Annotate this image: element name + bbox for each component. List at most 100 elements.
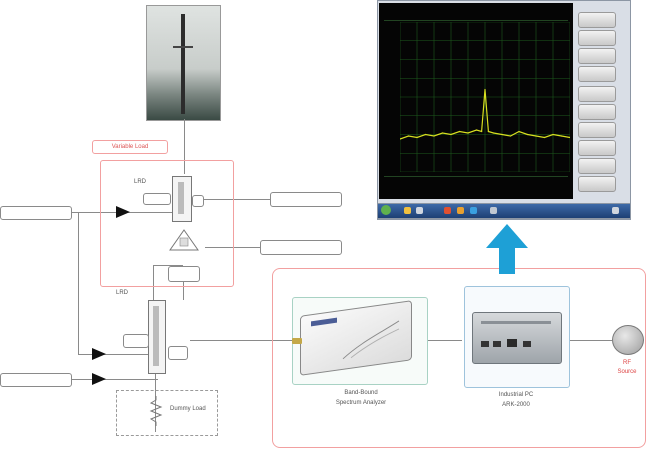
rf-source-caption-line2: Source xyxy=(617,369,637,375)
arrowhead-top xyxy=(116,206,130,218)
signal-label-left-bottom xyxy=(0,373,72,387)
wire-bottom-input xyxy=(70,379,158,380)
taskbar-app-icon-3[interactable] xyxy=(444,207,451,214)
software-footer-strip xyxy=(384,176,568,197)
resistor-icon xyxy=(149,396,163,426)
analyzer-logo xyxy=(311,317,337,327)
software-header-strip xyxy=(384,6,568,21)
variable-load-box xyxy=(100,160,234,287)
signal-label-left-top xyxy=(0,206,72,220)
switch-box-lower xyxy=(168,346,188,360)
spectrum-trace-point xyxy=(475,129,478,131)
spectrum-trace-point xyxy=(484,88,486,91)
spectrum-trace-point xyxy=(560,135,563,137)
spectrum-trace-point xyxy=(400,138,401,140)
control-button-2[interactable] xyxy=(578,30,616,46)
component-tag-mid: LRD xyxy=(116,290,129,296)
control-button-7[interactable] xyxy=(578,122,616,138)
spectrum-trace-point xyxy=(487,130,489,133)
spectrum-trace-point xyxy=(450,133,452,136)
coupler-bottom-core xyxy=(153,306,159,366)
dummy-load-label: Dummy Load xyxy=(170,406,206,412)
analyzer-caption-line2: Spectrum Analyzer xyxy=(335,400,387,406)
wire-analyzer-to-pc xyxy=(412,340,462,341)
pc-port-4 xyxy=(523,341,531,347)
spectrum-trace-point xyxy=(481,130,483,133)
wire-pc-to-rf xyxy=(570,340,612,341)
spectrum-trace-point xyxy=(441,132,444,134)
wire-mid-output xyxy=(205,247,260,248)
taskbar-app-icon-1[interactable] xyxy=(404,207,411,214)
antenna-mast xyxy=(181,14,185,114)
spectrum-trace-point xyxy=(433,135,435,137)
control-button-3[interactable] xyxy=(578,48,616,64)
signal-label-right-top xyxy=(270,192,342,207)
control-button-10[interactable] xyxy=(578,176,616,192)
taskbar-app-icon-2[interactable] xyxy=(416,207,423,214)
pc-port-3 xyxy=(507,339,517,347)
spectrum-trace-point xyxy=(526,133,529,136)
spectrum-trace-point xyxy=(569,136,570,139)
rf-source-antenna-icon xyxy=(612,325,644,355)
analyzer-connector xyxy=(292,338,302,344)
analyzer-caption-line1: Band-Bound xyxy=(344,390,378,396)
software-plot-area xyxy=(379,3,573,199)
system-boundary-box xyxy=(272,268,646,448)
triangle-component xyxy=(169,229,199,251)
wire-photo-down xyxy=(184,119,185,174)
wire-junction-vertical xyxy=(153,265,154,300)
vl-sub-box xyxy=(168,266,200,282)
wire-top-output xyxy=(200,199,270,200)
control-button-5[interactable] xyxy=(578,86,616,102)
spectrum-trace-point xyxy=(535,135,537,137)
pc-caption-line2: ARK-2000 xyxy=(502,402,530,408)
control-button-8[interactable] xyxy=(578,140,616,156)
taskbar-app-icon-5[interactable] xyxy=(470,207,477,214)
spectrum-trace-point xyxy=(543,136,546,139)
taskbar-app-icon-6[interactable] xyxy=(490,207,497,214)
windows-taskbar xyxy=(377,203,631,219)
analyzer-swoosh xyxy=(342,320,400,360)
control-button-4[interactable] xyxy=(578,66,616,82)
pc-port-2 xyxy=(493,341,501,347)
spectrum-trace-point xyxy=(501,133,503,136)
pc-vent xyxy=(481,321,551,324)
pc-port-1 xyxy=(481,341,489,347)
coupler-top-core xyxy=(178,182,184,214)
arrowhead-bottom xyxy=(92,373,106,385)
spectrum-trace-point xyxy=(509,135,512,137)
attenuator-top xyxy=(143,193,171,205)
variable-load-label: Variable Load xyxy=(92,140,168,154)
spectrum-trace-point xyxy=(518,130,520,133)
spectrum-trace-point xyxy=(467,132,469,134)
spectrum-chart xyxy=(400,22,570,172)
wire-left-bus xyxy=(78,212,79,354)
wire-junction-horizontal xyxy=(153,265,183,266)
control-button-1[interactable] xyxy=(578,12,616,28)
spectrum-trace-point xyxy=(458,130,461,133)
spectrum-trace-point xyxy=(407,135,410,137)
dummy-load-box xyxy=(116,390,218,436)
antenna-photo xyxy=(146,5,221,121)
taskbar-tray-icon[interactable] xyxy=(612,207,619,214)
control-button-9[interactable] xyxy=(578,158,616,174)
signal-label-right-mid xyxy=(260,240,342,255)
arrowhead-mid xyxy=(92,348,106,360)
up-arrow-icon xyxy=(486,224,528,274)
industrial-pc-device xyxy=(472,312,562,364)
antenna-crossbar xyxy=(173,46,193,48)
spectrum-trace-point xyxy=(416,136,418,139)
switch-box-upper xyxy=(123,334,149,348)
attenuator-top-right xyxy=(192,195,204,207)
wire-bus-to-switch1 xyxy=(78,354,158,355)
spectrum-analyzer-device xyxy=(300,300,412,376)
wire-vload-down xyxy=(183,280,184,300)
control-button-6[interactable] xyxy=(578,104,616,120)
spectrum-trace-point xyxy=(552,133,554,136)
spectrum-trace-point xyxy=(424,133,427,136)
taskbar-app-icon-4[interactable] xyxy=(457,207,464,214)
start-button-icon[interactable] xyxy=(381,205,391,215)
wire-dummy-vertical xyxy=(155,372,156,432)
component-tag-top: LRD xyxy=(134,179,147,185)
rf-source-caption-line1: RF xyxy=(623,360,631,366)
